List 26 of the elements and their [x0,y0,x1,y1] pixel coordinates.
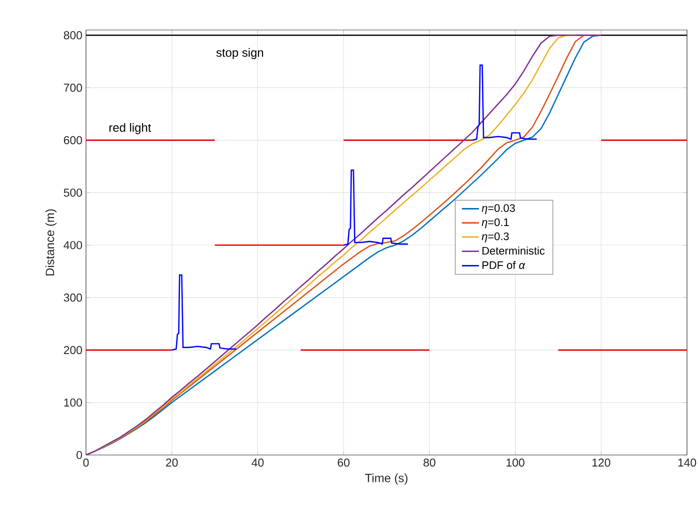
y-tick-label: 800 [64,31,82,40]
annotation-label: stop sign [216,48,264,60]
x-tick-label: 80 [424,458,436,467]
x-tick-label: 120 [592,458,610,467]
x-tick-label: 60 [338,458,350,467]
x-axis-title: Time (s) [365,473,408,485]
legend-label: Deterministic [482,246,545,255]
legend-label: η=0.3 [482,232,509,242]
legend-label: η=0.1 [482,218,509,228]
y-axis-title: Distance (m) [45,209,57,276]
x-tick-label: 20 [166,458,178,467]
y-tick-label: 100 [64,398,82,407]
x-tick-label: 100 [506,458,524,467]
y-tick-label: 300 [64,294,82,302]
y-tick-label: 600 [64,136,82,144]
x-tick-label: 40 [252,458,264,467]
annotation-label: red light [109,123,152,134]
y-tick-label: 700 [64,84,82,92]
y-tick-label: 400 [64,241,82,250]
x-tick-label: 0 [83,458,89,467]
y-tick-label: 0 [76,450,82,460]
y-tick-label: 200 [64,346,82,354]
x-tick-label: 140 [678,458,696,467]
legend-label: PDF of α [482,260,526,270]
legend-label: η=0.03 [482,204,515,214]
y-tick-label: 500 [64,188,82,197]
